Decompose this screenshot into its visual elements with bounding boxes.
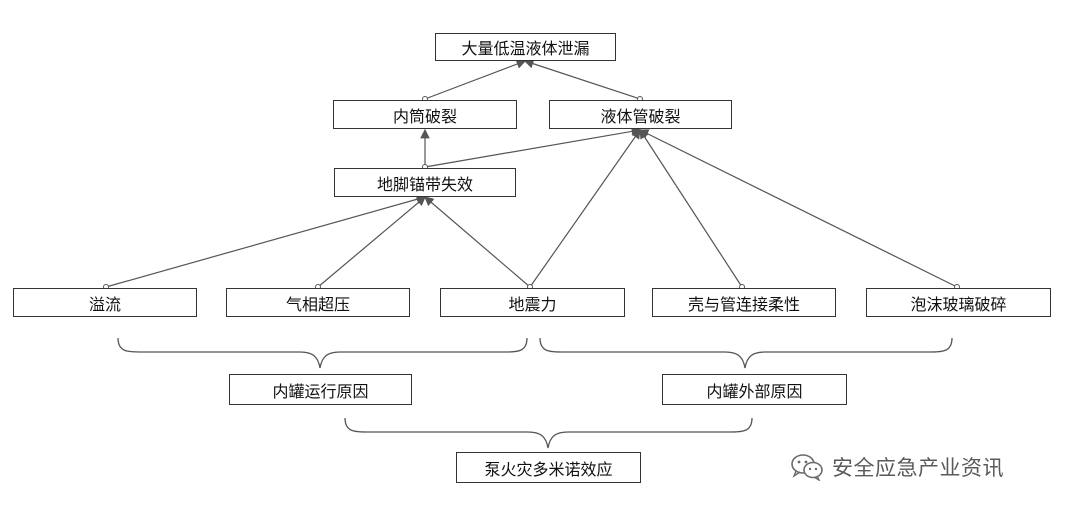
edge-foam-to-pipe-break — [638, 129, 958, 288]
node-inner-break: 内筒破裂 — [333, 100, 517, 129]
watermark: 安全应急产业资讯 — [790, 452, 1004, 482]
node-foam-glass: 泡沫玻璃破碎 — [866, 288, 1051, 317]
node-gas-overpressure: 气相超压 — [226, 288, 410, 317]
brace-inner-causes — [117, 337, 528, 369]
node-outer-causes: 内罐外部原因 — [662, 374, 847, 405]
brace-domino — [344, 417, 753, 449]
edge-anchor-to-pipe-break — [424, 126, 642, 168]
node-anchor-fail: 地脚锚带失效 — [334, 168, 516, 197]
node-shell-pipe-flex: 壳与管连接柔性 — [652, 288, 836, 317]
edge-inner-break-to-top — [424, 59, 527, 100]
edge-shell-to-pipe-break — [639, 128, 743, 288]
node-inner-causes: 内罐运行原因 — [229, 374, 412, 405]
node-top-event: 大量低温液体泄漏 — [435, 33, 616, 61]
wechat-icon — [790, 453, 824, 481]
edge-seismic-to-anchor — [424, 196, 531, 288]
brace-outer-causes — [539, 337, 953, 369]
edge-seismic-to-pipe-break — [529, 129, 641, 288]
edge-overflow-to-anchor — [105, 194, 427, 288]
edge-pipe-break-to-top — [523, 59, 641, 100]
watermark-text: 安全应急产业资讯 — [832, 456, 1004, 480]
edge-gas-to-anchor — [317, 196, 426, 288]
node-seismic-force: 地震力 — [440, 288, 625, 317]
node-overflow: 溢流 — [13, 288, 197, 317]
node-pipe-break: 液体管破裂 — [549, 100, 732, 129]
node-domino-effect: 泵火灾多米诺效应 — [456, 452, 641, 483]
